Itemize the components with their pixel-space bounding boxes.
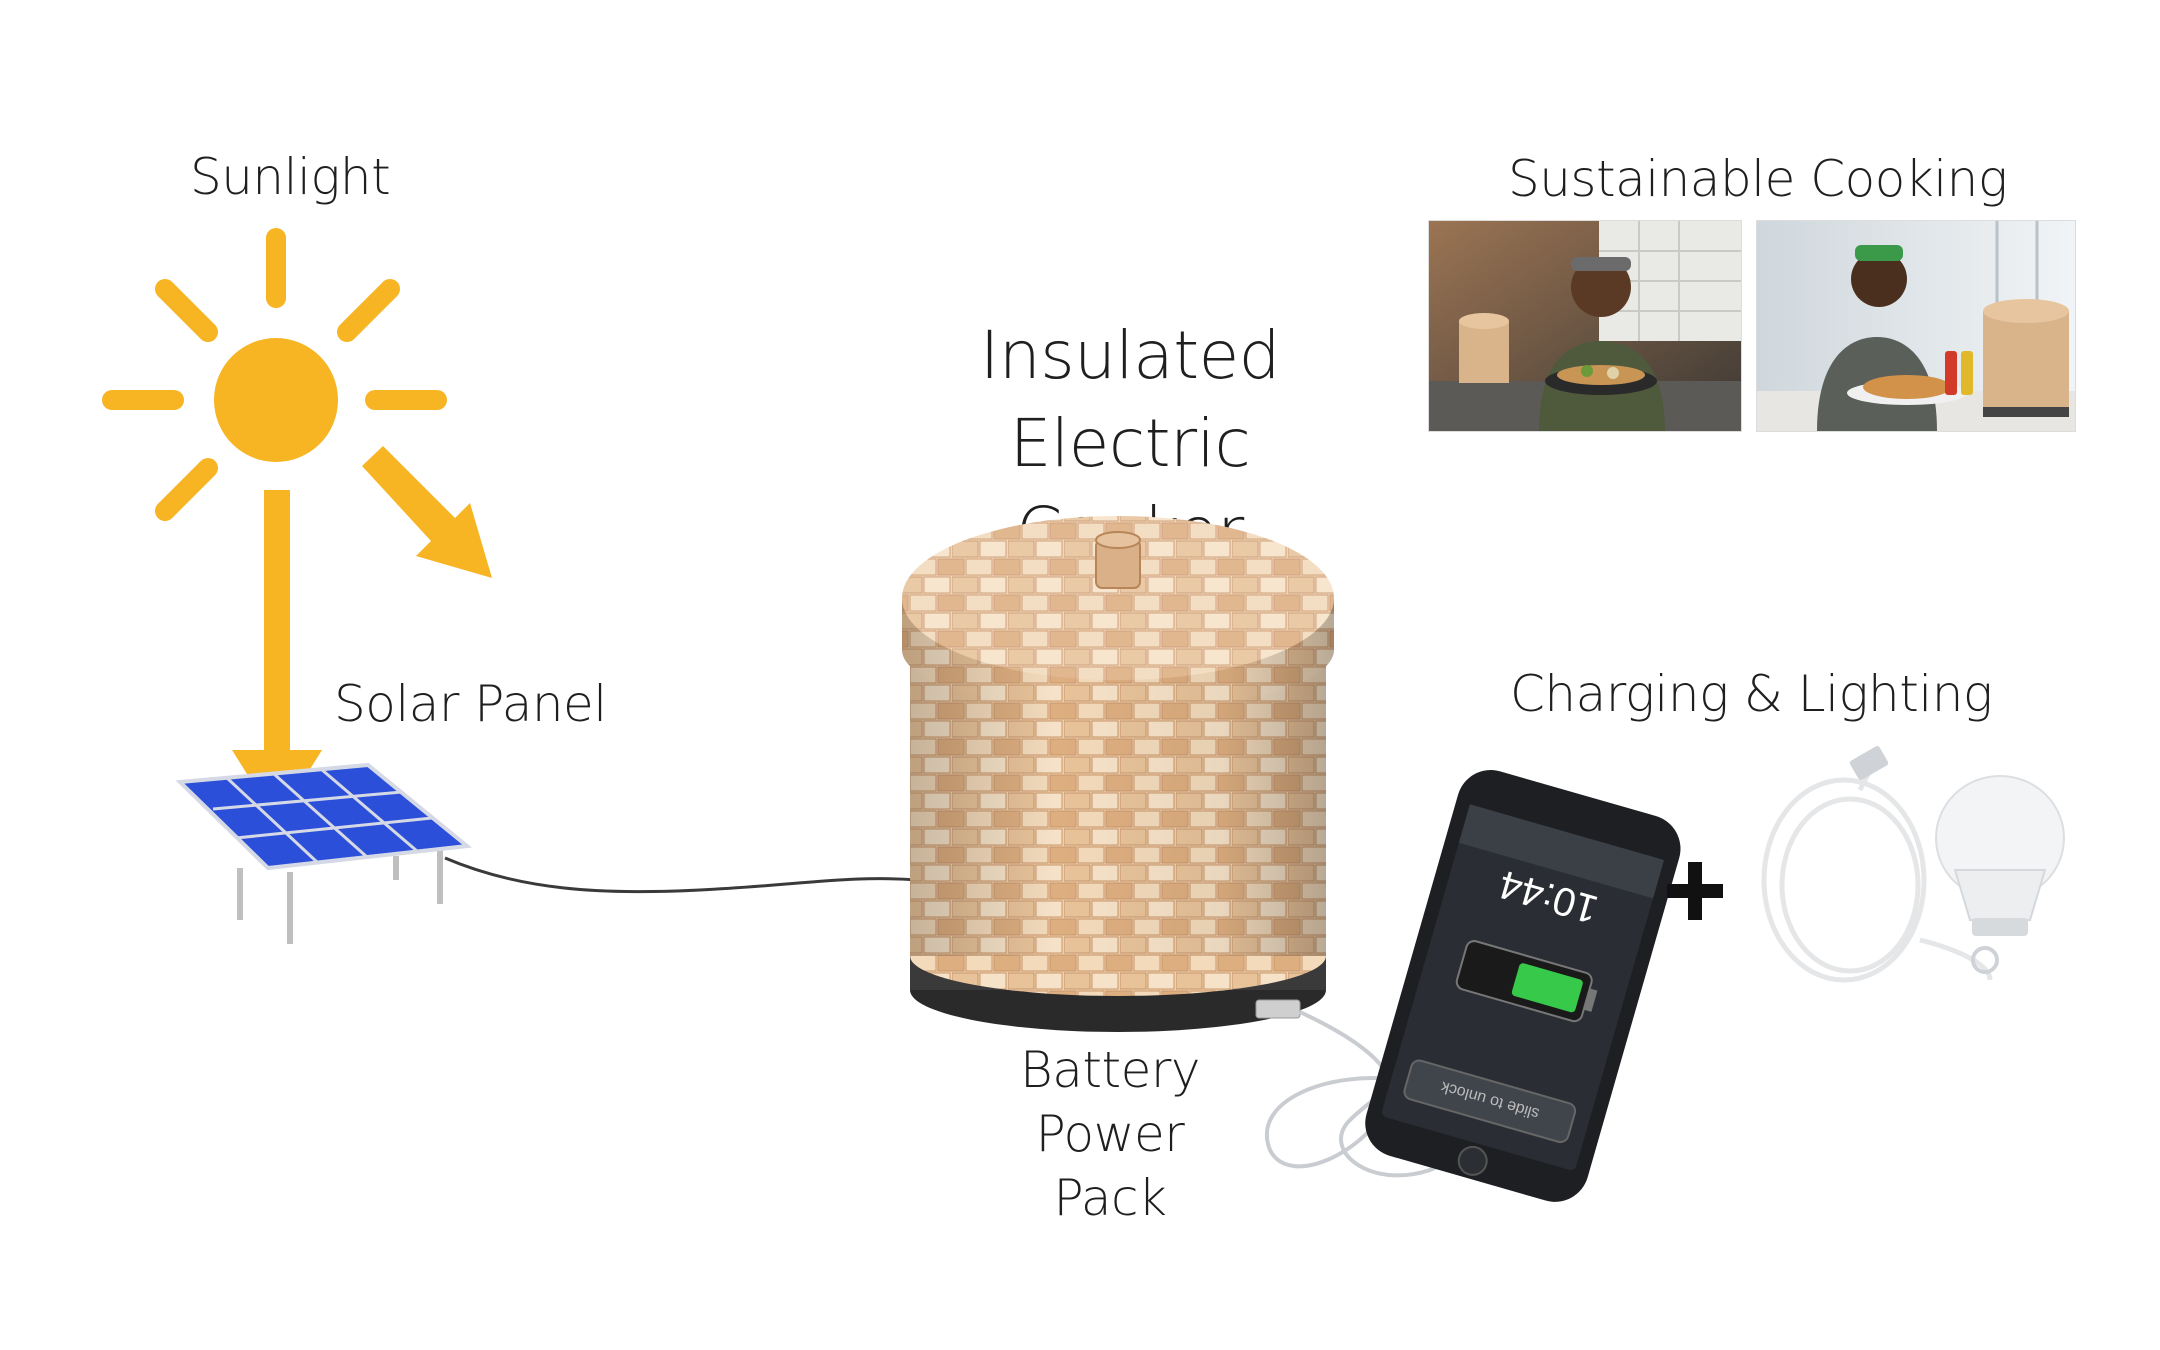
charging-lighting-label: Charging & Lighting [1510, 665, 1993, 723]
usb-light-bulb-image [1761, 746, 2065, 983]
battery-pack-label: Battery Power Pack [950, 1038, 1270, 1230]
cooker-image [902, 516, 1334, 1032]
sustainable-cooking-label: Sustainable Cooking [1508, 150, 2008, 208]
solar-panel-icon [175, 762, 472, 944]
cooking-photo-1 [1428, 220, 1742, 432]
cooker-title-line1: Insulated Electric [979, 317, 1281, 482]
panel-to-cooker-cable [444, 856, 919, 894]
solar-panel-label: Solar Panel [334, 675, 607, 733]
smartphone-image: 10:44 slide to unlock [1365, 770, 1681, 1202]
cooking-photo-2 [1756, 220, 2076, 432]
plus-sign [1667, 862, 1723, 920]
sunlight-label: Sunlight [190, 148, 391, 206]
sun-ray-diagonal-arrow [362, 446, 492, 578]
battery-label-line1: Battery Power [1020, 1041, 1201, 1163]
battery-label-line2: Pack [1053, 1169, 1168, 1227]
sun-icon [102, 228, 447, 521]
